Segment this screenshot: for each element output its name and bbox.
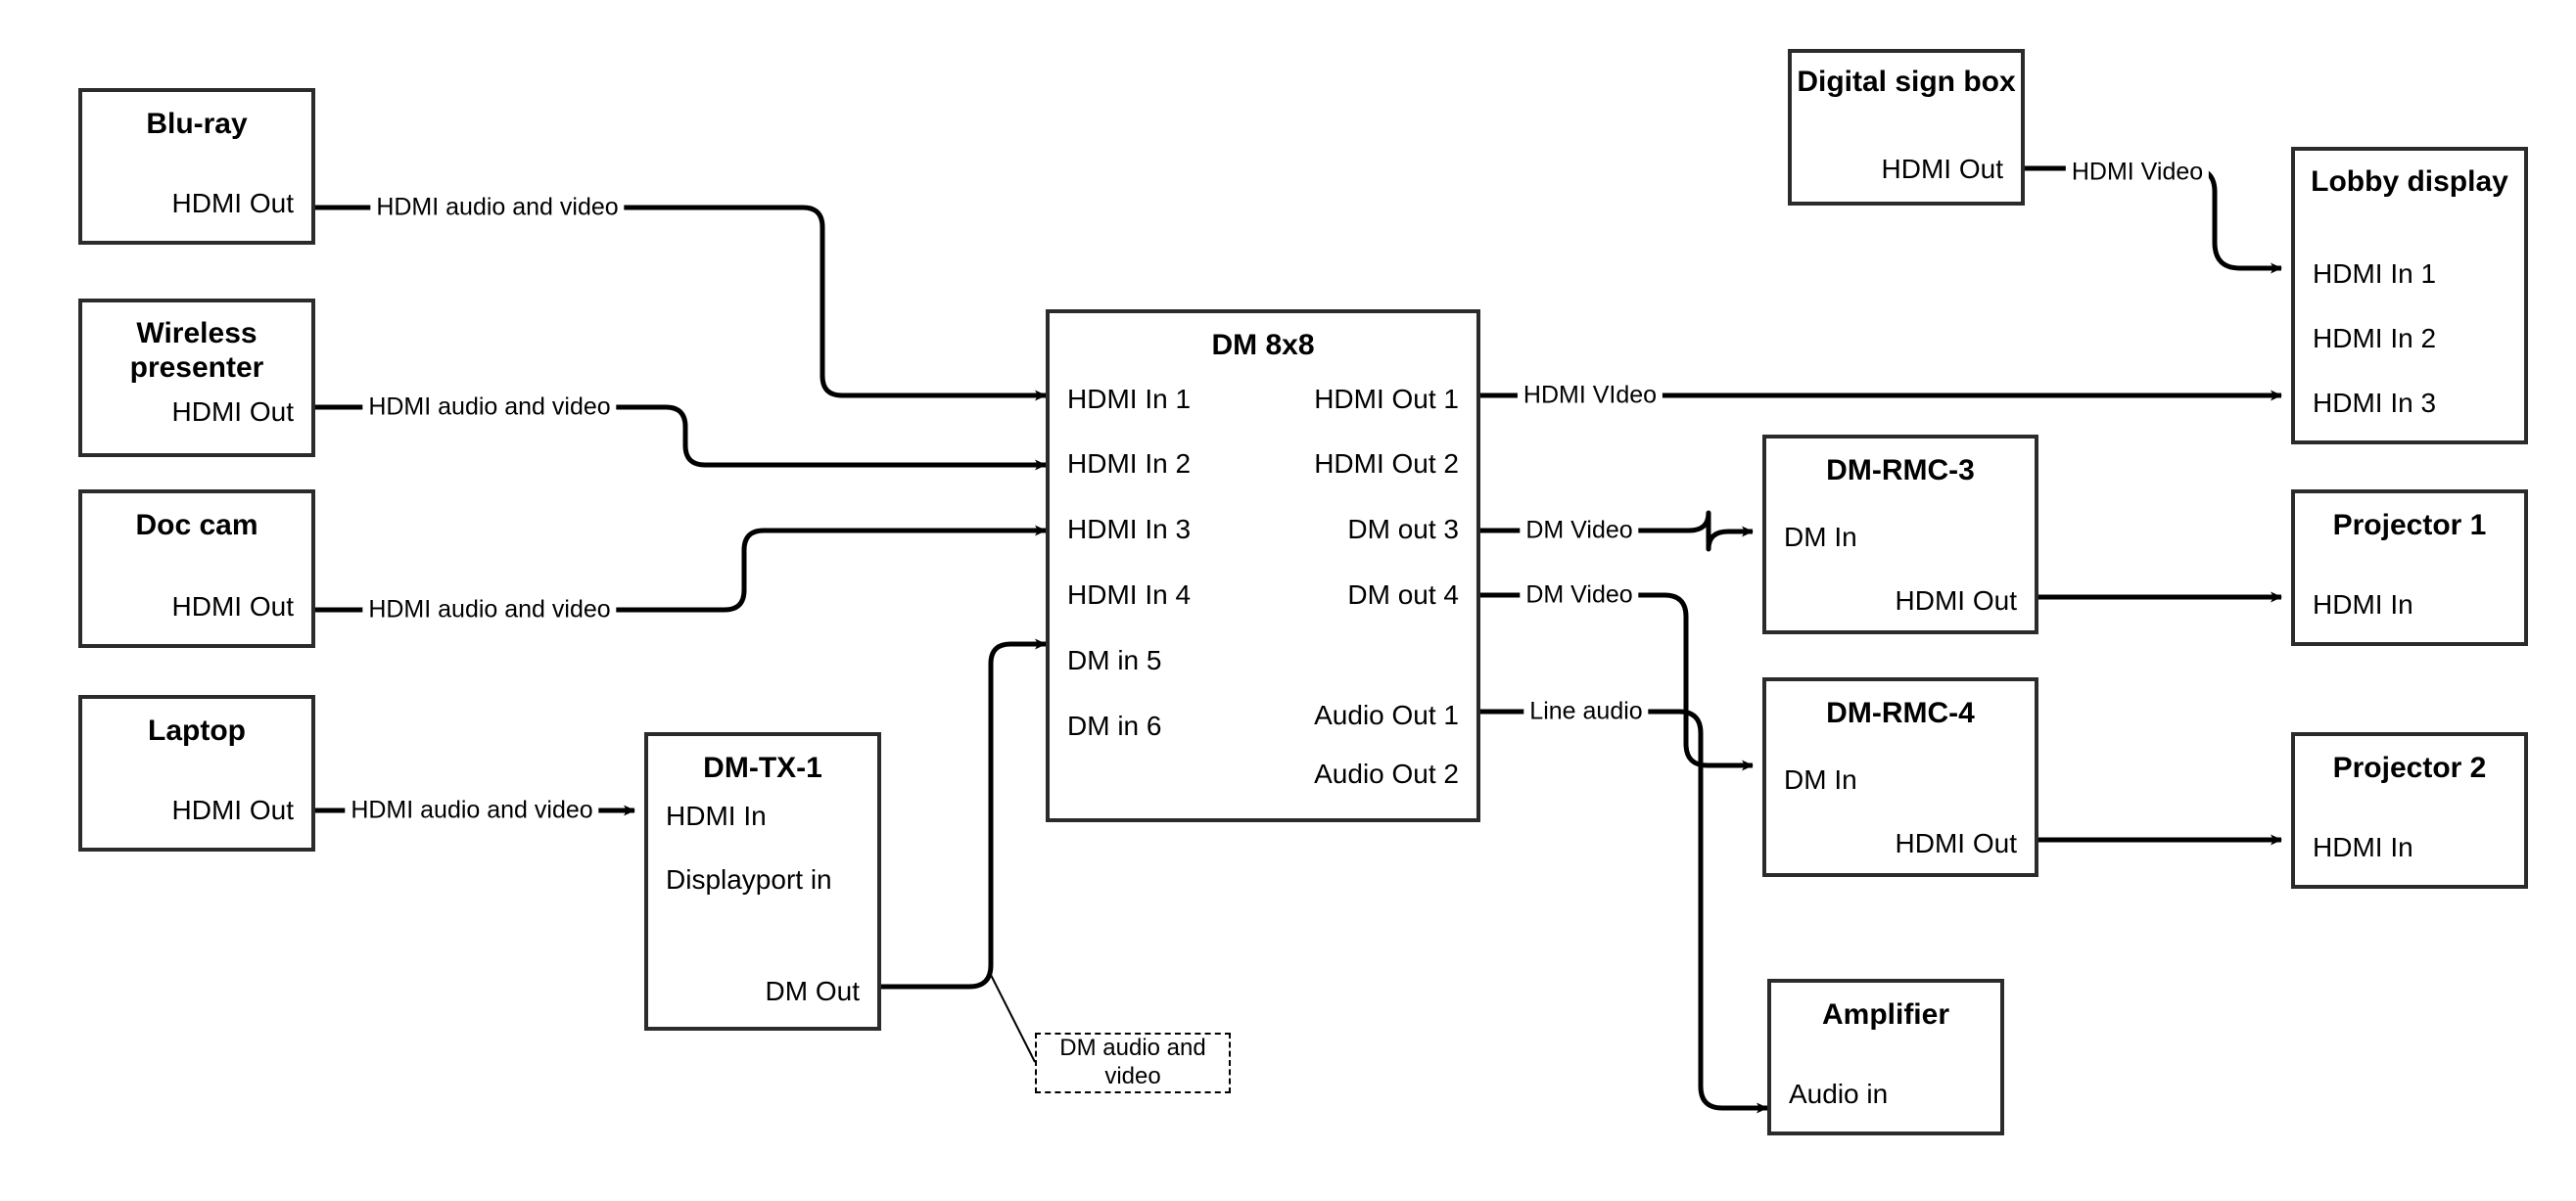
wire-dm8x8-to-dmrmc3 bbox=[1480, 510, 1754, 552]
node-doc-cam-title: Doc cam bbox=[135, 509, 258, 541]
node-bluray[interactable]: Blu-ray HDMI Out bbox=[78, 88, 315, 245]
node-amplifier[interactable]: Amplifier Audio in bbox=[1767, 979, 2004, 1135]
wire-label-hdmi-video-sign: HDMI Video bbox=[2065, 158, 2210, 187]
port-dmtx1-dm-out[interactable]: DM Out bbox=[765, 976, 860, 1006]
port-dmrmc3-hdmi-out[interactable]: HDMI Out bbox=[1895, 585, 2017, 616]
port-lobby-hdmi-in-1[interactable]: HDMI In 1 bbox=[2313, 258, 2437, 289]
node-dm-tx-1-title: DM-TX-1 bbox=[703, 752, 822, 784]
port-dmtx1-hdmi-in[interactable]: HDMI In bbox=[666, 801, 767, 831]
port-wireless-hdmi-out[interactable]: HDMI Out bbox=[171, 396, 294, 427]
node-wireless-presenter[interactable]: Wireless presenter HDMI Out bbox=[78, 299, 315, 457]
port-dm8x8-dm-out-3[interactable]: DM out 3 bbox=[1347, 514, 1459, 544]
port-lobby-hdmi-in-3[interactable]: HDMI In 3 bbox=[2313, 388, 2437, 418]
node-dm-tx-1[interactable]: DM-TX-1 HDMI In Displayport in DM Out bbox=[644, 732, 881, 1031]
node-bluray-title: Blu-ray bbox=[146, 108, 248, 140]
node-dm-rmc-4[interactable]: DM-RMC-4 DM In HDMI Out bbox=[1762, 677, 2038, 877]
port-bluray-hdmi-out[interactable]: HDMI Out bbox=[171, 188, 294, 218]
wire-label-dm-video-4: DM Video bbox=[1520, 580, 1639, 610]
wire-label-wireless: HDMI audio and video bbox=[362, 393, 617, 422]
port-dm8x8-dm-in-6[interactable]: DM in 6 bbox=[1067, 711, 1162, 741]
port-dm8x8-dm-out-4[interactable]: DM out 4 bbox=[1347, 579, 1459, 610]
node-digital-sign-box[interactable]: Digital sign box HDMI Out bbox=[1788, 49, 2025, 206]
port-dm8x8-hdmi-in-1[interactable]: HDMI In 1 bbox=[1067, 384, 1192, 414]
port-dm8x8-hdmi-out-1[interactable]: HDMI Out 1 bbox=[1314, 384, 1459, 414]
wire-label-line-audio: Line audio bbox=[1523, 697, 1649, 726]
port-projector1-hdmi-in[interactable]: HDMI In bbox=[2313, 589, 2413, 620]
wire-note-leader bbox=[990, 974, 1036, 1063]
port-dmrmc4-dm-in[interactable]: DM In bbox=[1784, 764, 1857, 795]
port-amplifier-audio-in[interactable]: Audio in bbox=[1789, 1079, 1889, 1109]
wire-wireless-to-dm8x8 bbox=[315, 404, 1047, 471]
node-wireless-presenter-title: Wireless presenter bbox=[129, 317, 264, 385]
wire-label-bluray: HDMI audio and video bbox=[370, 193, 625, 222]
node-lobby-display-title: Lobby display bbox=[2311, 165, 2508, 198]
wire-label-hdmi-video-out1: HDMI VIdeo bbox=[1517, 381, 1663, 410]
node-projector-2[interactable]: Projector 2 HDMI In bbox=[2291, 732, 2528, 889]
port-dm8x8-audio-out-1[interactable]: Audio Out 1 bbox=[1314, 700, 1459, 730]
port-dm8x8-hdmi-in-2[interactable]: HDMI In 2 bbox=[1067, 448, 1192, 479]
node-laptop-title: Laptop bbox=[148, 715, 246, 747]
wire-label-dm-video-3: DM Video bbox=[1520, 516, 1639, 545]
node-dm-rmc-3-title: DM-RMC-3 bbox=[1826, 454, 1975, 486]
node-amplifier-title: Amplifier bbox=[1821, 998, 1950, 1031]
node-laptop[interactable]: Laptop HDMI Out bbox=[78, 695, 315, 852]
node-lobby-display[interactable]: Lobby display HDMI In 1 HDMI In 2 HDMI I… bbox=[2291, 147, 2528, 444]
node-projector-1-title: Projector 1 bbox=[2332, 509, 2487, 541]
node-dm-8x8[interactable]: DM 8x8 HDMI In 1 HDMI In 2 HDMI In 3 HDM… bbox=[1046, 309, 1480, 822]
port-projector2-hdmi-in[interactable]: HDMI In bbox=[2313, 832, 2413, 862]
port-dmrmc3-dm-in[interactable]: DM In bbox=[1784, 522, 1857, 552]
port-dm8x8-audio-out-2[interactable]: Audio Out 2 bbox=[1314, 759, 1459, 789]
port-dmrmc4-hdmi-out[interactable]: HDMI Out bbox=[1895, 828, 2017, 858]
wire-dm8x8-to-amplifier bbox=[1480, 709, 1768, 1114]
port-doccam-hdmi-out[interactable]: HDMI Out bbox=[171, 591, 294, 622]
port-laptop-hdmi-out[interactable]: HDMI Out bbox=[171, 795, 294, 825]
port-dm8x8-hdmi-in-4[interactable]: HDMI In 4 bbox=[1067, 579, 1192, 610]
wire-dm8x8-to-dmrmc4 bbox=[1480, 592, 1754, 771]
node-projector-1[interactable]: Projector 1 HDMI In bbox=[2291, 489, 2528, 646]
node-digital-sign-box-title: Digital sign box bbox=[1797, 66, 2016, 98]
annotation-dm-audio-and-video: DM audio and video bbox=[1035, 1033, 1231, 1093]
node-dm-rmc-4-title: DM-RMC-4 bbox=[1826, 697, 1975, 729]
wire-label-doccam: HDMI audio and video bbox=[362, 595, 617, 624]
node-dm-8x8-title: DM 8x8 bbox=[1211, 329, 1315, 361]
wire-label-laptop: HDMI audio and video bbox=[345, 796, 599, 825]
node-dm-rmc-3[interactable]: DM-RMC-3 DM In HDMI Out bbox=[1762, 435, 2038, 634]
wire-bluray-to-dm8x8 bbox=[315, 205, 1047, 401]
port-digitalsign-hdmi-out[interactable]: HDMI Out bbox=[1881, 154, 2003, 184]
node-doc-cam[interactable]: Doc cam HDMI Out bbox=[78, 489, 315, 648]
node-projector-2-title: Projector 2 bbox=[2332, 752, 2487, 784]
wire-doccam-to-dm8x8 bbox=[315, 525, 1047, 613]
wire-dmtx1-to-dm8x8 bbox=[881, 638, 1047, 990]
port-dmtx1-displayport-in[interactable]: Displayport in bbox=[666, 864, 832, 895]
port-dm8x8-hdmi-out-2[interactable]: HDMI Out 2 bbox=[1314, 448, 1459, 479]
port-lobby-hdmi-in-2[interactable]: HDMI In 2 bbox=[2313, 323, 2437, 353]
port-dm8x8-hdmi-in-3[interactable]: HDMI In 3 bbox=[1067, 514, 1192, 544]
port-dm8x8-dm-in-5[interactable]: DM in 5 bbox=[1067, 645, 1162, 675]
